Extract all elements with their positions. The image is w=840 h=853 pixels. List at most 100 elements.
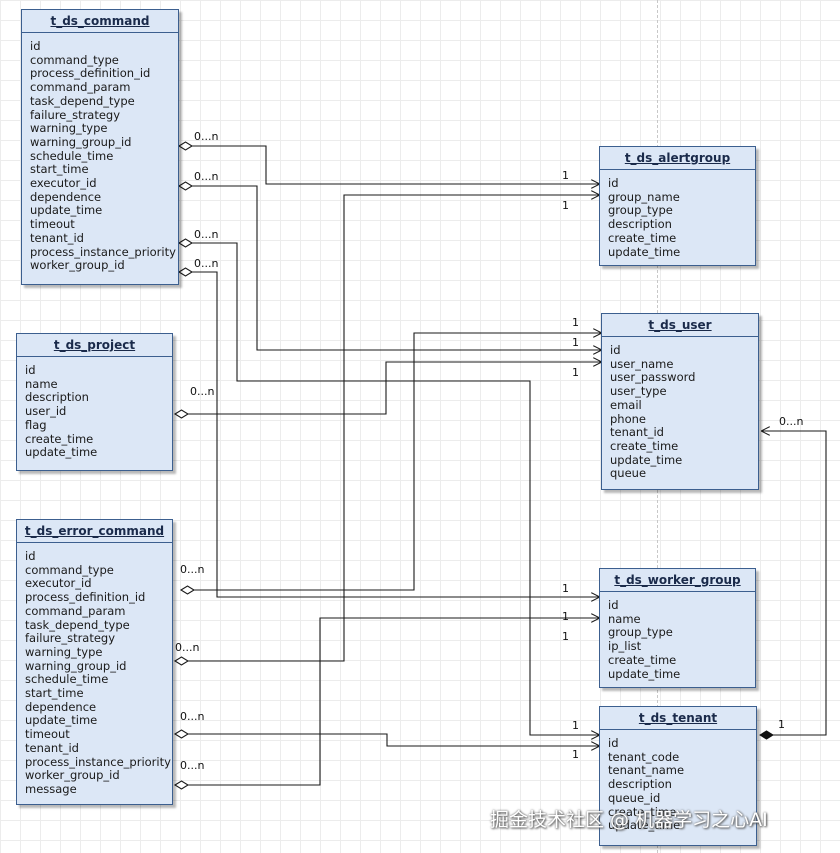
aggregation-diamond — [173, 409, 190, 419]
field-dependence: dependence — [25, 699, 97, 714]
multiplicity-label: 0...n — [175, 641, 200, 654]
field-description: description — [608, 217, 672, 232]
field-name: name — [25, 376, 58, 391]
field-create-time: create_time — [608, 804, 677, 819]
field-user-type: user_type — [610, 384, 667, 399]
field-description: description — [25, 390, 89, 405]
field-warning-group-id: warning_group_id — [30, 134, 132, 149]
aggregation-diamond — [173, 729, 190, 739]
field-task-depend-type: task_depend_type — [25, 617, 130, 632]
multiplicity-label: 0...n — [194, 130, 219, 143]
multiplicity-label: 1 — [562, 169, 569, 182]
multiplicity-label: 1 — [572, 719, 579, 732]
field-phone: phone — [610, 411, 646, 426]
field-name: name — [608, 611, 641, 626]
multiplicity-label: 1 — [778, 718, 785, 731]
entity-title: t_ds_error_command — [17, 520, 172, 543]
field-schedule-time: schedule_time — [25, 672, 109, 687]
rel-error-command-worker-group-to-worker-group — [188, 618, 599, 786]
field-command-type: command_type — [25, 562, 114, 577]
entity-title: t_ds_alertgroup — [600, 147, 755, 170]
field-update-time: update_time — [25, 445, 98, 460]
rel-error-command-warning-group-to-alertgroup — [188, 195, 599, 662]
aggregation-diamond — [177, 181, 194, 191]
field-create-time: create_time — [608, 652, 677, 667]
entity-title: t_ds_tenant — [600, 707, 756, 730]
field-tenant-code: tenant_code — [608, 749, 680, 764]
multiplicity-label: 0...n — [194, 257, 219, 270]
field-group-type: group_type — [608, 625, 673, 640]
entity-title: t_ds_project — [17, 334, 172, 357]
field-task-depend-type: task_depend_type — [30, 93, 135, 108]
multiplicity-label: 0...n — [194, 170, 219, 183]
aggregation-diamond — [177, 267, 194, 277]
field-warning-group-id: warning_group_id — [25, 658, 127, 673]
watermark: 掘金技术社区 @ 机器学习之心AI — [490, 809, 768, 831]
field-update-time: update_time — [608, 666, 681, 681]
field-flag: flag — [25, 417, 47, 432]
field-tenant-id: tenant_id — [25, 740, 79, 755]
field-id: id — [25, 549, 36, 563]
field-worker-group-id: worker_group_id — [30, 258, 125, 273]
field-group-name: group_name — [608, 189, 680, 204]
field-queue: queue — [610, 466, 647, 481]
field-update-time: update_time — [608, 244, 681, 259]
entity-title: t_ds_worker_group — [600, 569, 755, 592]
field-user-id: user_id — [25, 404, 67, 419]
field-email: email — [610, 397, 642, 412]
aggregation-diamond — [179, 585, 196, 595]
rel-error-command-executor-to-user — [194, 333, 601, 591]
aggregation-diamond — [177, 141, 194, 151]
field-process-definition-id: process_definition_id — [25, 590, 146, 605]
rel-project-user-to-user — [188, 362, 601, 415]
field-id: id — [608, 176, 619, 190]
aggregation-diamond — [173, 780, 190, 790]
field-command-type: command_type — [30, 52, 119, 67]
composition-diamond — [759, 730, 774, 740]
field-timeout: timeout — [30, 217, 75, 232]
multiplicity-label: 1 — [572, 366, 579, 379]
field-failure-strategy: failure_strategy — [25, 631, 116, 646]
multiplicity-label: 1 — [562, 630, 569, 643]
field-id: id — [25, 363, 36, 377]
field-process-instance-priority: process_instance_priority — [30, 244, 176, 259]
field-group-type: group_type — [608, 203, 673, 218]
field-dependence: dependence — [30, 189, 102, 204]
field-update-time: update_time — [608, 818, 681, 833]
field-tenant-id: tenant_id — [30, 230, 84, 245]
field-user-name: user_name — [610, 356, 674, 371]
field-executor-id: executor_id — [30, 176, 97, 191]
rel-command-tenant-to-tenant — [192, 242, 599, 735]
multiplicity-label: 1 — [562, 199, 569, 212]
multiplicity-label: 0...n — [779, 415, 804, 428]
multiplicity-label: 1 — [572, 336, 579, 349]
field-queue-id: queue_id — [608, 790, 661, 805]
field-update-time: update_time — [610, 452, 683, 467]
field-start-time: start_time — [30, 162, 89, 177]
rel-user-tenant-to-tenant — [762, 431, 827, 736]
field-create-time: create_time — [610, 438, 679, 453]
aggregation-diamond — [177, 238, 194, 248]
rel-command-worker-group-to-worker-group — [192, 271, 599, 597]
field-start-time: start_time — [25, 686, 84, 701]
field-schedule-time: schedule_time — [30, 148, 114, 163]
field-create-time: create_time — [25, 431, 94, 446]
field-id: id — [608, 598, 619, 612]
field-update-time: update_time — [30, 203, 103, 218]
multiplicity-label: 0...n — [180, 563, 205, 576]
field-warning-type: warning_type — [30, 121, 108, 136]
field-tenant-id: tenant_id — [610, 425, 664, 440]
